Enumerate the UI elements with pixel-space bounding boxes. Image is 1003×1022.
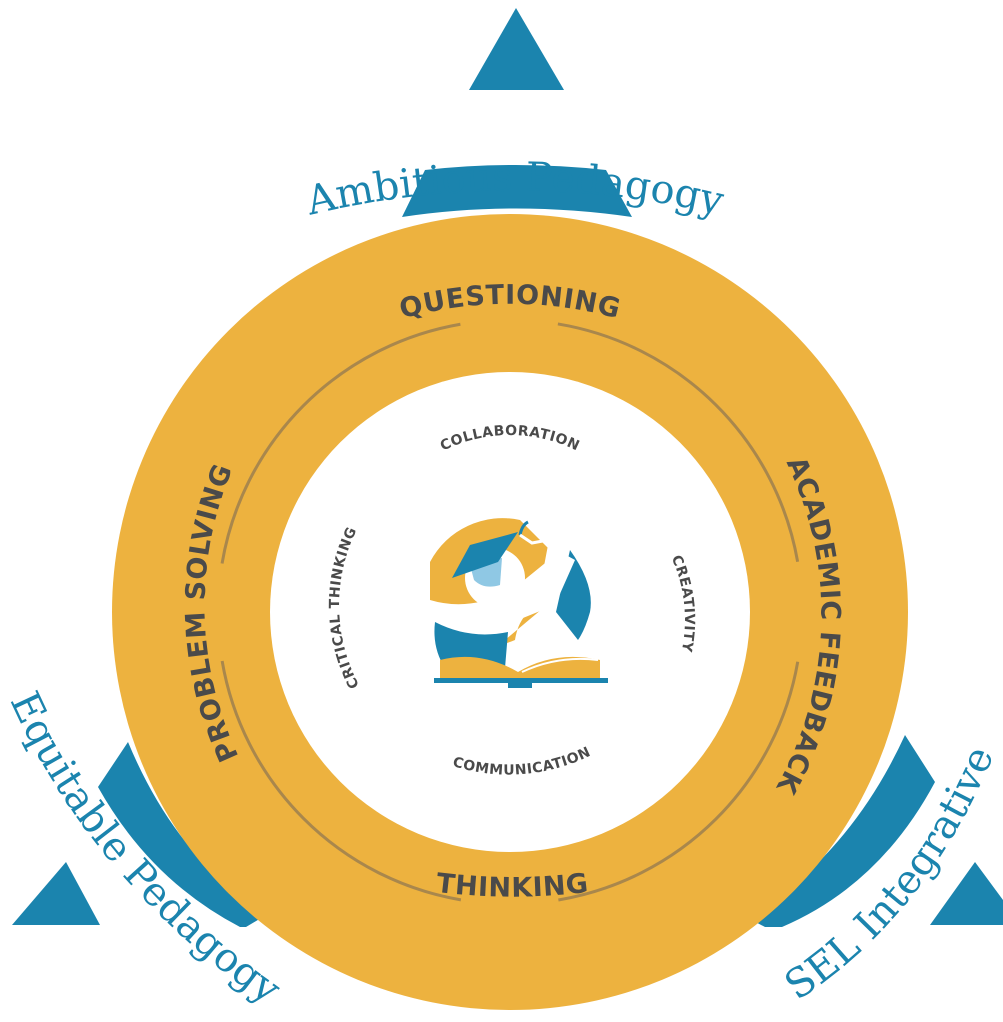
top-arc-band: [402, 165, 632, 217]
top-triangle-group: [402, 8, 632, 217]
thinking-label: THINKING: [435, 868, 590, 904]
left-triangle-group: [12, 742, 268, 927]
left-arc-band: [98, 742, 268, 927]
inner-white-circle: [270, 372, 750, 852]
right-triangle-group: [748, 735, 1003, 927]
left-triangle-icon: [12, 862, 100, 925]
top-triangle-icon: [469, 8, 564, 90]
right-arc-band: [748, 735, 935, 927]
right-triangle-icon: [930, 862, 1003, 925]
graduation-book-logo-icon: [430, 518, 608, 688]
